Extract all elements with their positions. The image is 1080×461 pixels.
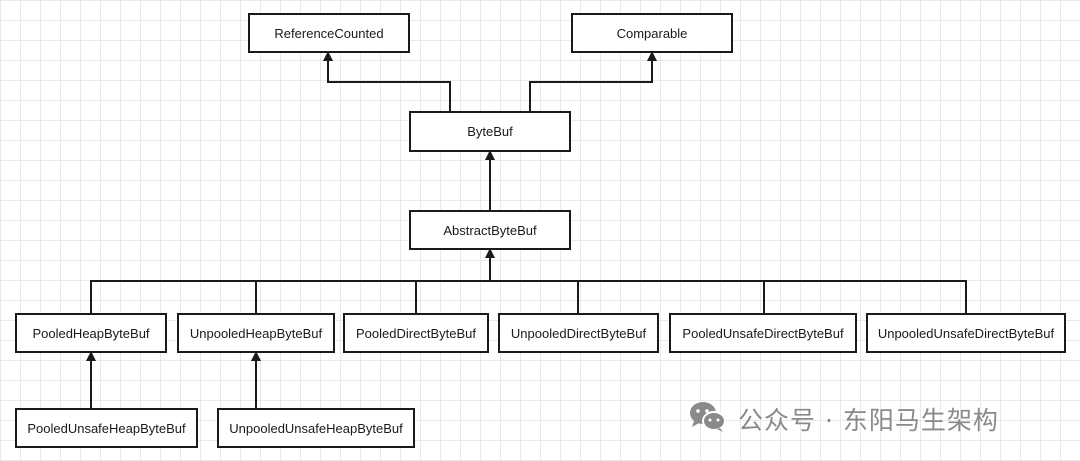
node-unpooledheapbytebuf: UnpooledHeapByteBuf	[177, 313, 335, 353]
node-referencecounted: ReferenceCounted	[248, 13, 410, 53]
watermark-text: 公众号 · 东阳马生架构	[738, 406, 999, 435]
watermark: 公众号 · 东阳马生架构	[688, 397, 999, 441]
edge-subclasses-bus	[90, 280, 967, 313]
node-bytebuf: ByteBuf	[409, 111, 571, 152]
node-abstractbytebuf: AbstractByteBuf	[409, 210, 571, 250]
node-pooledheapbytebuf: PooledHeapByteBuf	[15, 313, 167, 353]
node-pooledunsafeheapbytebuf: PooledUnsafeHeapByteBuf	[15, 408, 198, 448]
edge-bytebuf-to-referencecounted	[323, 51, 451, 111]
node-pooleddirectbytebuf: PooledDirectByteBuf	[343, 313, 489, 353]
node-comparable: Comparable	[571, 13, 733, 53]
edge-bytebuf-to-comparable	[529, 51, 657, 111]
node-unpooledunsafedirectbytebuf: UnpooledUnsafeDirectByteBuf	[866, 313, 1066, 353]
node-unpooledunsafeheapbytebuf: UnpooledUnsafeHeapByteBuf	[217, 408, 415, 448]
node-pooledunsafedirectbytebuf: PooledUnsafeDirectByteBuf	[669, 313, 857, 353]
wechat-icon	[688, 400, 728, 439]
node-unpooleddirectbytebuf: UnpooledDirectByteBuf	[498, 313, 659, 353]
